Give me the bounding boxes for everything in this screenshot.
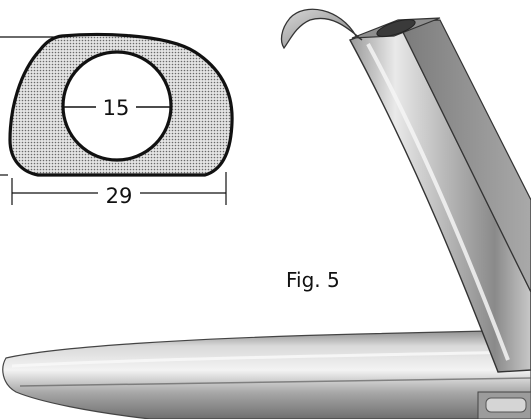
inner-bore [61,50,173,162]
joint-slot [485,397,527,413]
base-shadow-line [19,377,531,387]
instrument-hook [280,8,363,50]
instrument-base-blade [2,329,531,419]
shaft-highlight [366,43,510,361]
base-highlight [11,350,531,368]
outer-dimension-label: 29 [106,184,133,208]
cross-section-diagram: 15 29 [0,32,234,208]
instrument-illustration [2,8,531,419]
figure-caption: Fig. 5 [286,268,340,292]
shaft-opening [376,19,416,37]
inner-dimension-label: 15 [103,96,130,120]
